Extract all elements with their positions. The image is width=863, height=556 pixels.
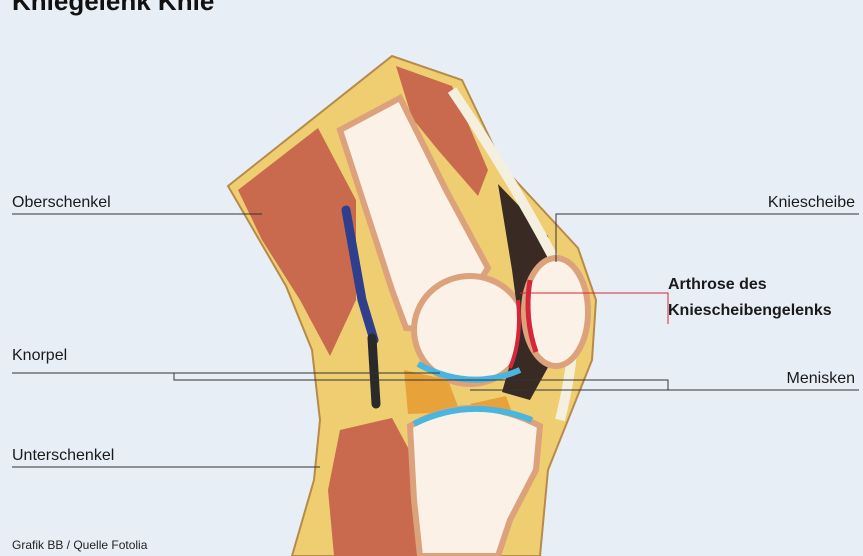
label-kniescheibe: Kniescheibe xyxy=(768,193,855,212)
label-menisken: Menisken xyxy=(787,369,855,388)
vein xyxy=(372,338,376,404)
label-oberschenkel: Oberschenkel xyxy=(12,193,111,212)
credit: Grafik BB / Quelle Fotolia xyxy=(12,538,147,552)
leader-kniescheibe xyxy=(556,214,859,262)
label-unterschenkel: Unterschenkel xyxy=(12,446,114,465)
label-arthrose-line2: Kniescheibengelenks xyxy=(668,301,832,320)
label-arthrose-line1: Arthrose des xyxy=(668,275,767,294)
label-knorpel: Knorpel xyxy=(12,346,67,365)
